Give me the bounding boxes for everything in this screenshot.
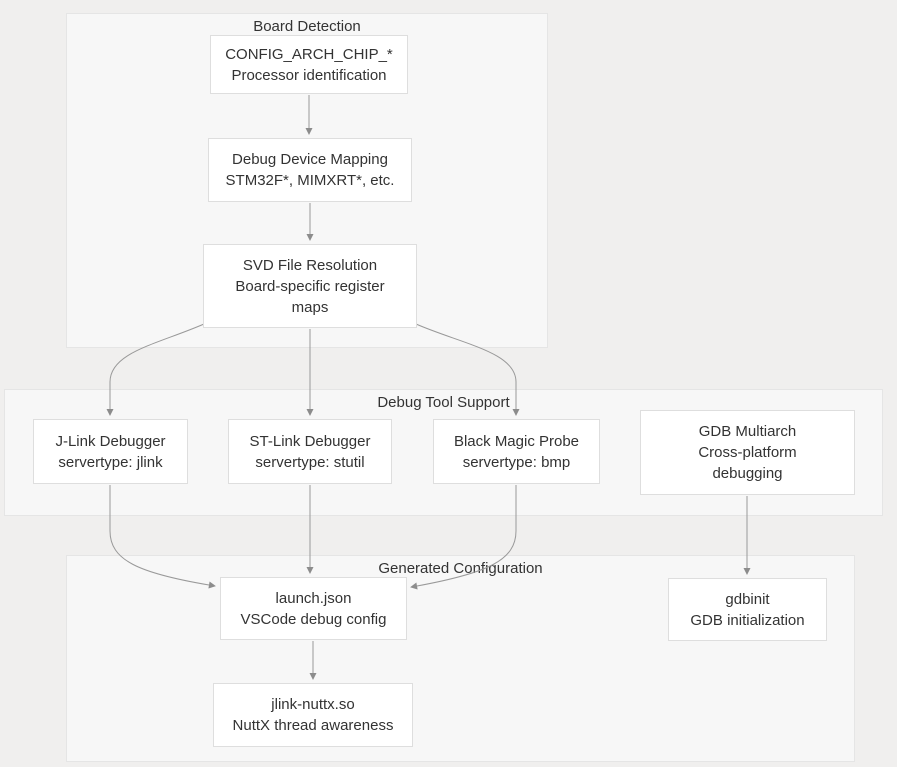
- node-line: ST-Link Debugger: [249, 432, 371, 450]
- node-line: NuttX thread awareness: [232, 717, 394, 734]
- edge-svd-to-jlink-arrow: [106, 323, 205, 416]
- node-line: jlink-nuttx.so: [271, 696, 355, 713]
- cluster-board-detection-title: Board Detection: [253, 18, 361, 35]
- node-jlink-debugger-label: J-Link Debugger servertype: jlink: [55, 431, 165, 473]
- cluster-generated-configuration: Generated Configuration: [66, 555, 855, 762]
- node-line: GDB initialization: [690, 611, 805, 629]
- node-line: VSCode debug config: [240, 610, 387, 628]
- cluster-generated-configuration-title: Generated Configuration: [378, 560, 543, 577]
- node-stlink-debugger: ST-Link Debugger servertype: stutil: [228, 419, 392, 484]
- edge-bmp-to-launch-arrow: [410, 485, 517, 590]
- node-line: GDB Multiarch: [698, 423, 797, 440]
- node-jlink-nuttx-so-label: jlink-nuttx.so NuttX thread awareness: [233, 694, 394, 736]
- node-svd-file-resolution-label: SVD File Resolution Board-specific regis…: [225, 255, 395, 318]
- node-line: J-Link Debugger: [55, 432, 166, 450]
- node-line: Processor identification: [231, 66, 387, 84]
- node-gdbinit: gdbinit GDB initialization: [668, 578, 827, 641]
- node-stlink-debugger-label: ST-Link Debugger servertype: stutil: [250, 431, 371, 473]
- edge-jlink-to-launch-arrow: [109, 485, 216, 589]
- node-config-arch-chip: CONFIG_ARCH_CHIP_* Processor identificat…: [210, 35, 408, 94]
- node-line: Board-specific register maps: [235, 277, 385, 316]
- node-line: servertype: bmp: [462, 453, 571, 471]
- node-black-magic-probe: Black Magic Probe servertype: bmp: [433, 419, 600, 484]
- node-line: Debug Device Mapping: [232, 151, 388, 168]
- node-config-arch-chip-label: CONFIG_ARCH_CHIP_* Processor identificat…: [225, 44, 393, 86]
- node-jlink-debugger: J-Link Debugger servertype: jlink: [33, 419, 188, 484]
- node-debug-device-mapping-label: Debug Device Mapping STM32F*, MIMXRT*, e…: [226, 149, 395, 191]
- node-debug-device-mapping: Debug Device Mapping STM32F*, MIMXRT*, e…: [208, 138, 412, 202]
- node-gdbinit-label: gdbinit GDB initialization: [690, 589, 804, 631]
- node-svd-file-resolution: SVD File Resolution Board-specific regis…: [203, 244, 417, 328]
- node-black-magic-probe-label: Black Magic Probe servertype: bmp: [454, 431, 579, 473]
- node-line: gdbinit: [725, 590, 770, 608]
- node-line: CONFIG_ARCH_CHIP_*: [225, 45, 393, 63]
- node-jlink-nuttx-so: jlink-nuttx.so NuttX thread awareness: [213, 683, 413, 747]
- node-line: STM32F*, MIMXRT*, etc.: [225, 172, 395, 189]
- node-line: servertype: jlink: [58, 453, 163, 471]
- node-line: Black Magic Probe: [453, 432, 580, 450]
- node-launch-json-label: launch.json VSCode debug config: [241, 588, 387, 630]
- node-line: launch.json: [275, 589, 352, 607]
- node-gdb-multiarch: GDB Multiarch Cross-platform debugging: [640, 410, 855, 495]
- node-launch-json: launch.json VSCode debug config: [220, 577, 407, 640]
- node-line: servertype: stutil: [255, 453, 365, 471]
- node-line: Cross-platform debugging: [698, 444, 797, 482]
- node-line: SVD File Resolution: [242, 256, 378, 274]
- cluster-debug-tool-support-title: Debug Tool Support: [377, 394, 510, 411]
- edge-svd-to-bmp-arrow: [415, 323, 520, 416]
- node-gdb-multiarch-label: GDB Multiarch Cross-platform debugging: [673, 421, 823, 484]
